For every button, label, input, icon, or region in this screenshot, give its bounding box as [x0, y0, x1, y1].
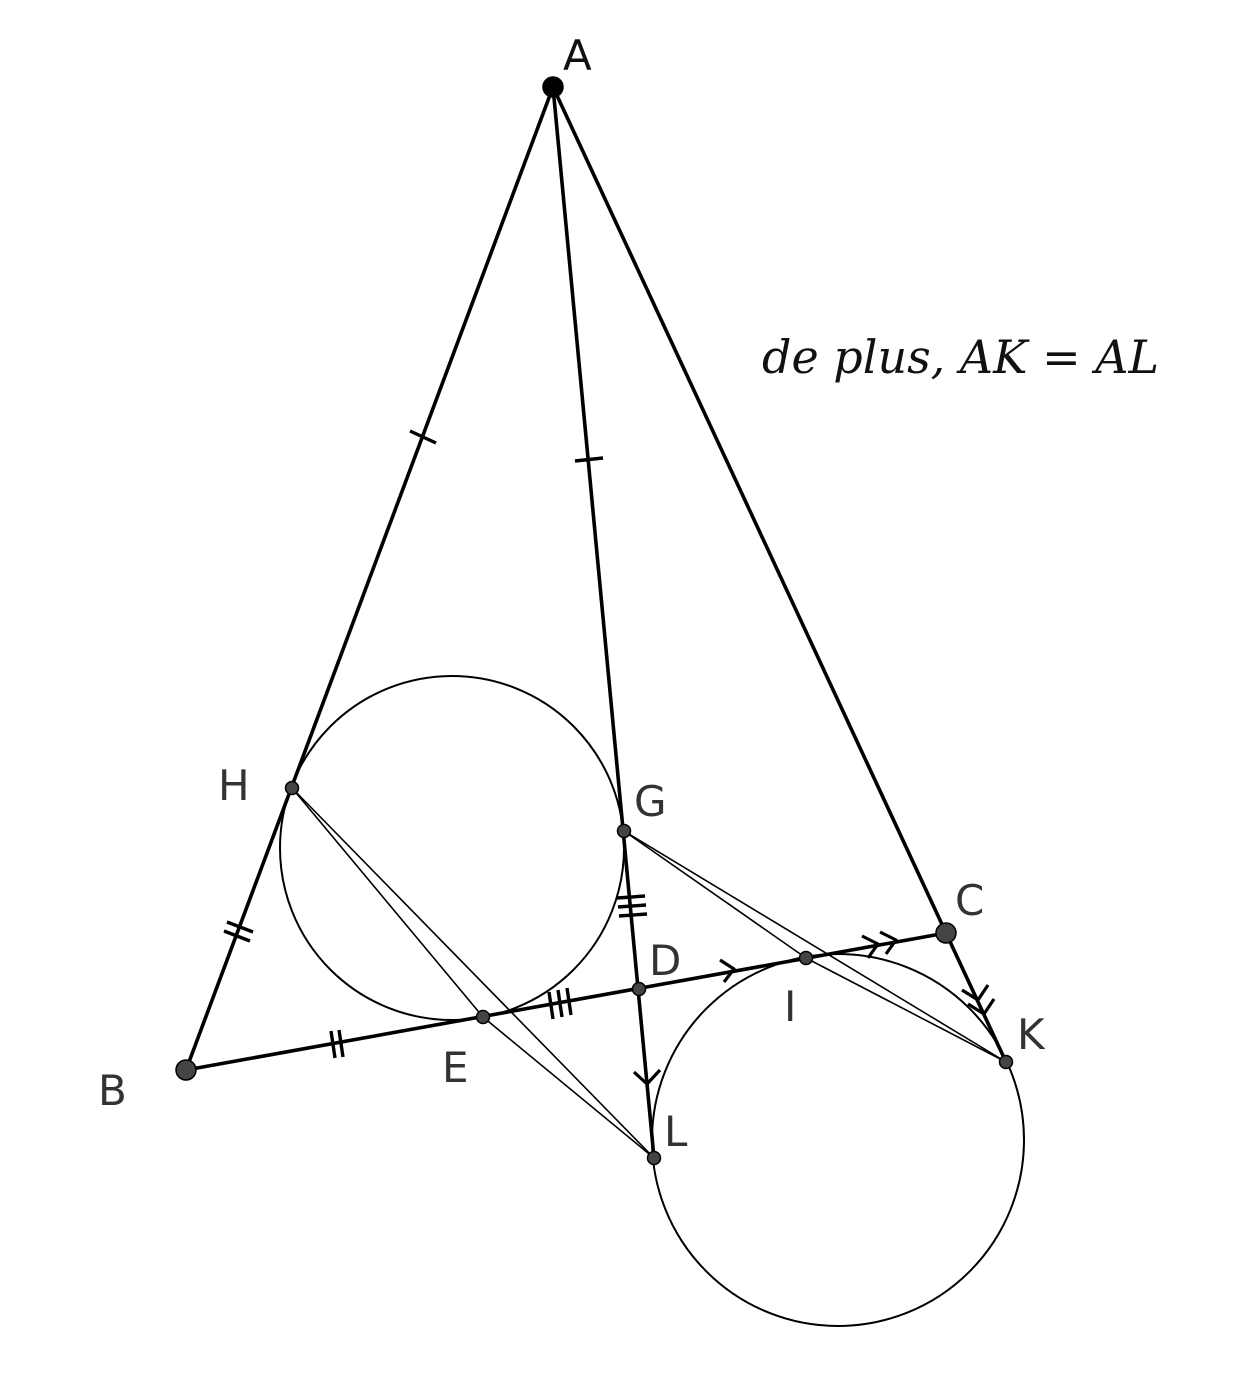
- point-K: [998, 1054, 1014, 1070]
- point-D: [631, 981, 647, 997]
- label-K: K: [1017, 1010, 1046, 1059]
- side-AB: [184, 85, 555, 1072]
- label-H: H: [218, 761, 250, 810]
- tick-ED-1: [547, 991, 555, 1020]
- points: [175, 76, 1014, 1166]
- tick-HB-2: [223, 929, 251, 943]
- circle-left: [279, 675, 625, 1021]
- point-G: [616, 823, 632, 839]
- label-I: I: [784, 982, 796, 1031]
- point-E: [475, 1009, 491, 1025]
- arrow-CK-2: [967, 998, 996, 1016]
- label-E: E: [442, 1043, 469, 1092]
- label-C: C: [955, 876, 984, 925]
- label-D: D: [649, 936, 681, 985]
- arrow-IC-2: [879, 930, 898, 955]
- tick-GD-3: [618, 912, 648, 918]
- tick-BE-1: [329, 1030, 337, 1059]
- arrow-CK-1: [961, 984, 990, 1002]
- point-C: [935, 922, 957, 944]
- segment-GI: [623, 830, 807, 959]
- arrow-DI: [719, 958, 736, 983]
- thin-lines: [291, 787, 1007, 1159]
- label-B: B: [98, 1066, 127, 1115]
- segment-GK: [623, 830, 1007, 1063]
- tick-GD-2: [617, 903, 647, 909]
- point-A: [542, 76, 564, 98]
- point-I: [798, 950, 814, 966]
- note-text: de plus, AK = AL: [762, 330, 1159, 384]
- tick-GD-1: [616, 894, 646, 900]
- tick-AH: [409, 429, 437, 445]
- arrow-IC-1: [861, 934, 880, 959]
- circle-right: [651, 953, 1025, 1327]
- tick-HB-1: [226, 920, 254, 934]
- arrow-marks: [632, 930, 996, 1086]
- tick-AG: [574, 456, 604, 463]
- tick-ED-3: [565, 987, 573, 1016]
- thick-lines: [184, 85, 1008, 1160]
- label-L: L: [664, 1107, 688, 1156]
- tick-marks: [223, 429, 648, 1059]
- segment-EL: [482, 1016, 655, 1159]
- point-B: [175, 1059, 197, 1081]
- arrow-DL: [632, 1068, 662, 1086]
- side-AC: [551, 85, 948, 935]
- segment-AL: [551, 85, 656, 1160]
- segment-HE: [291, 787, 484, 1018]
- segment-IK: [805, 957, 1007, 1063]
- point-H: [284, 780, 300, 796]
- tick-ED-2: [556, 989, 564, 1018]
- point-L: [646, 1150, 662, 1166]
- side-BC: [184, 931, 948, 1072]
- label-G: G: [634, 777, 667, 826]
- label-A: A: [563, 31, 592, 80]
- segment-HL: [291, 787, 655, 1159]
- tick-BE-2: [337, 1029, 345, 1058]
